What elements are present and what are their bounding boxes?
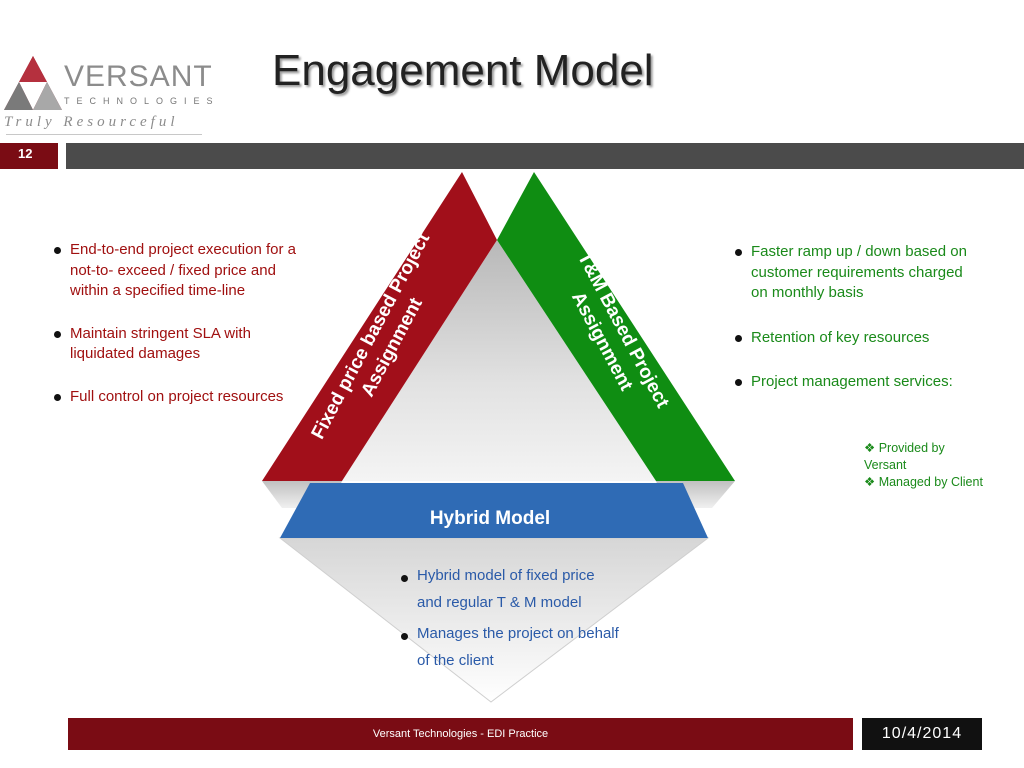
logo-triangle-icon [4, 56, 62, 110]
fixed-price-wedge [262, 172, 497, 481]
hybrid-band [280, 483, 708, 538]
footer-text: Versant Technologies - EDI Practice [372, 728, 549, 740]
logo-subtitle: TECHNOLOGIES [64, 96, 220, 106]
slide-number-bar [0, 143, 58, 169]
list-item: Full control on project resources [54, 387, 299, 408]
bullet-dot-icon [54, 393, 61, 401]
slide-title: Engagement Model [272, 46, 654, 95]
bullet-dot-icon [401, 575, 408, 582]
hybrid-model-label: Hybrid Model [429, 508, 551, 529]
bullet-dot-icon [735, 379, 742, 386]
tm-points: Faster ramp up / down based on customer … [735, 242, 975, 393]
header-bar [66, 143, 1024, 169]
list-item: End-to-end project execution for a not-t… [54, 240, 299, 302]
company-logo: VERSANT TECHNOLOGIES Truly Resourceful [0, 48, 215, 138]
fixed-price-points: End-to-end project execution for a not-t… [54, 240, 299, 429]
bullet-text: Project management services: [751, 373, 953, 390]
bullet-text: Managed by Client [878, 475, 983, 489]
bullet-dot-icon [735, 249, 742, 256]
bullet-dot-icon [54, 330, 61, 338]
list-item: Maintain stringent SLA with liquidated d… [54, 324, 299, 365]
inner-triangle [342, 240, 656, 481]
logo-tagline: Truly Resourceful [4, 114, 179, 130]
list-item: Faster ramp up / down based on customer … [735, 242, 975, 304]
list-item: ❖ Provided by Versant [864, 440, 984, 474]
logo-divider [6, 134, 202, 135]
hybrid-points: Hybrid model of fixed price and regular … [401, 562, 621, 678]
bullet-text: Retention of key resources [751, 328, 930, 346]
bullet-text: Provided by Versant [864, 441, 945, 472]
list-item: ❖ Managed by Client [864, 474, 984, 491]
slide-number: 12 [18, 146, 33, 161]
footer-date: 10/4/2014 [862, 718, 982, 750]
bullet-dot-icon [54, 247, 61, 254]
bullet-text: Maintain stringent SLA with liquidated d… [70, 324, 251, 363]
list-item: Manages the project on behalf of the cli… [401, 620, 621, 674]
list-item: Retention of key resources [735, 328, 975, 349]
tm-subpoints: ❖ Provided by Versant ❖ Managed by Clien… [864, 440, 984, 491]
diamond-bullet-icon: ❖ [864, 475, 879, 489]
bullet-dot-icon [735, 334, 742, 342]
bullet-text: End-to-end project execution for a not-t… [70, 241, 296, 299]
bullet-text: Faster ramp up / down based on customer … [751, 243, 967, 301]
logo-company-name: VERSANT [64, 60, 213, 93]
bullet-text: Manages the project on behalf of the cli… [417, 625, 619, 669]
tm-wedge [497, 172, 735, 481]
footer-bar [68, 718, 853, 750]
bullet-dot-icon [401, 633, 408, 640]
list-item: Hybrid model of fixed price and regular … [401, 562, 621, 616]
bullet-text: Hybrid model of fixed price and regular … [417, 567, 595, 611]
diamond-bullet-icon: ❖ [864, 441, 879, 455]
list-item: Project management services: [735, 372, 975, 393]
bullet-text: Full control on project resources [70, 387, 284, 405]
